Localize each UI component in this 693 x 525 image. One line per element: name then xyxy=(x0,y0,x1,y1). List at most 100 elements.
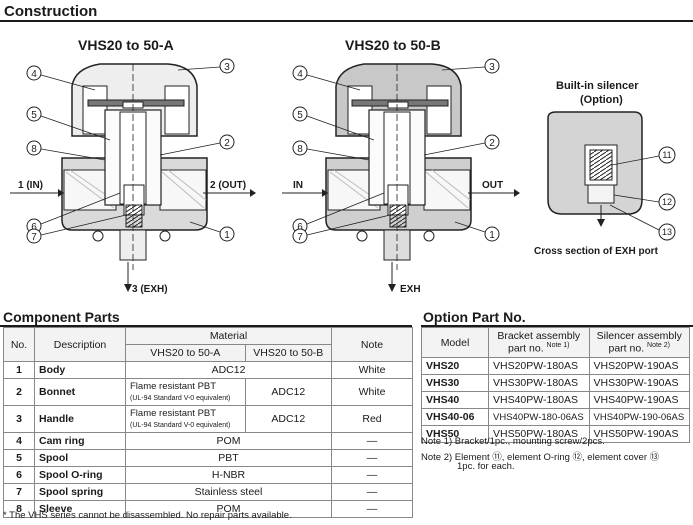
svg-text:7: 7 xyxy=(31,232,37,243)
component-footnote: * The VHS series cannot be disassembled.… xyxy=(3,510,292,521)
valve-a-drawing xyxy=(10,63,256,292)
row-no: 1 xyxy=(3,361,35,379)
svg-text:1: 1 xyxy=(224,230,230,241)
row-silencer: VHS50PW-190AS xyxy=(588,425,690,443)
row-material: PBT xyxy=(125,449,332,467)
row-desc: Spool spring xyxy=(34,483,126,501)
col-model: Model xyxy=(421,327,489,358)
row-note: — xyxy=(331,500,413,518)
valve-b-drawing xyxy=(282,63,520,292)
col-mat-a: VHS20 to 50-A xyxy=(125,344,246,362)
option-parts-title: Option Part No. xyxy=(423,309,526,325)
figure-b-title: VHS20 to 50-B xyxy=(345,37,441,53)
svg-text:6: 6 xyxy=(297,222,303,233)
row-material: Stainless steel xyxy=(125,483,332,501)
row-no: 2 xyxy=(3,378,35,406)
col-material: Material xyxy=(125,327,332,345)
silencer-title: Built-in silencer xyxy=(556,80,639,92)
svg-text:4: 4 xyxy=(31,69,37,80)
col-note: Note xyxy=(331,327,413,362)
svg-text:7: 7 xyxy=(297,232,303,243)
material-a-sub: (UL-94 Standard V-0 equivalent) xyxy=(130,421,231,429)
option-note-2: Note 2) Element ⑪, element O-ring ⑫, ele… xyxy=(421,452,660,463)
row-material-b: ADC12 xyxy=(244,405,333,433)
svg-text:2: 2 xyxy=(224,138,230,149)
row-note: — xyxy=(331,466,413,484)
row-material: POM xyxy=(125,500,332,518)
option-note-1: Note 1) Bracket/1pc., mounting screw/2pc… xyxy=(421,436,605,447)
svg-text:8: 8 xyxy=(297,144,303,155)
row-desc: Bonnet xyxy=(34,378,126,406)
row-desc: Handle xyxy=(34,405,126,433)
col-mat-b: VHS20 to 50-B xyxy=(244,344,333,362)
svg-text:1: 1 xyxy=(489,230,495,241)
component-parts-title: Component Parts xyxy=(3,309,120,325)
silencer-note-ref: Note 2) xyxy=(647,342,670,350)
material-a-sub: (UL-94 Standard V-0 equivalent) xyxy=(130,394,231,402)
table-row: 2 Bonnet Flame resistant PBT (UL-94 Stand… xyxy=(3,378,413,406)
row-material: H-NBR xyxy=(125,466,332,484)
valve-b-in-label: IN xyxy=(293,180,303,191)
table-row: 3 Handle Flame resistant PBT(UL-94 Stand… xyxy=(3,405,413,433)
material-a-text: Flame resistant PBT xyxy=(130,380,217,392)
option-note-2b: 1pc. for each. xyxy=(457,461,515,472)
svg-text:5: 5 xyxy=(297,110,303,121)
section-rule xyxy=(0,20,693,22)
svg-text:8: 8 xyxy=(31,144,37,155)
component-rule xyxy=(0,325,412,327)
table-row: VHS40-06 VHS40PW-180-06AS VHS40PW-190-06… xyxy=(421,408,690,426)
row-desc: Body xyxy=(34,361,126,379)
row-no: 7 xyxy=(3,483,35,501)
silencer-sub: part no. xyxy=(608,342,645,355)
table-row: VHS50 VHS50PW-180AS VHS50PW-190AS xyxy=(421,425,690,443)
row-model: VHS30 xyxy=(421,374,489,392)
table-row: 7 Spool spring Stainless steel — xyxy=(3,483,413,501)
row-model: VHS40 xyxy=(421,391,489,409)
row-desc: Spool xyxy=(34,449,126,467)
row-no: 8 xyxy=(3,500,35,518)
silencer-header: Silencer assembly xyxy=(596,330,682,343)
row-bracket: VHS40PW-180AS xyxy=(488,391,590,409)
table-row: VHS20 VHS20PW-180AS VHS20PW-190AS xyxy=(421,357,690,375)
table-row: 5 Spool PBT — xyxy=(3,449,413,467)
row-desc: Spool O-ring xyxy=(34,466,126,484)
component-table: No. Description Material Note VHS20 to 5… xyxy=(3,327,413,518)
figure-a-title: VHS20 to 50-A xyxy=(78,37,174,53)
table-row: 1 Body ADC12 White xyxy=(3,361,413,379)
row-material-b: ADC12 xyxy=(244,378,333,406)
row-material-a: Flame resistant PBT(UL-94 Standard V-0 e… xyxy=(125,405,246,433)
row-bracket: VHS40PW-180-06AS xyxy=(488,408,590,426)
svg-text:11: 11 xyxy=(662,150,671,160)
row-no: 4 xyxy=(3,432,35,450)
row-silencer: VHS40PW-190AS xyxy=(588,391,690,409)
table-row: 6 Spool O-ring H-NBR — xyxy=(3,466,413,484)
silencer-option: (Option) xyxy=(580,94,623,106)
row-no: 6 xyxy=(3,466,35,484)
row-model: VHS20 xyxy=(421,357,489,375)
row-bracket: VHS30PW-180AS xyxy=(488,374,590,392)
valve-a-in-label: 1 (IN) xyxy=(18,180,43,191)
bracket-header: Bracket assembly xyxy=(497,330,581,343)
section-title: Construction xyxy=(4,3,98,20)
table-row: 4 Cam ring POM — xyxy=(3,432,413,450)
row-bracket: VHS50PW-180AS xyxy=(488,425,590,443)
valve-b-exh-label: EXH xyxy=(400,284,421,295)
valve-a-exh-label: 3 (EXH) xyxy=(132,284,168,295)
construction-drawings: 4 3 5 2 8 6 1 7 4 3 5 2 8 6 1 7 11 12 13 xyxy=(10,58,676,292)
row-model: VHS50 xyxy=(421,425,489,443)
silencer-drawing xyxy=(547,111,643,227)
svg-text:3: 3 xyxy=(224,62,230,73)
row-desc: Sleeve xyxy=(34,500,126,518)
svg-text:12: 12 xyxy=(662,197,672,207)
row-model: VHS40-06 xyxy=(421,408,489,426)
valve-a-out-label: 2 (OUT) xyxy=(210,180,247,191)
row-note: Red xyxy=(331,405,413,433)
bracket-note-ref: Note 1) xyxy=(546,342,570,350)
table-row: VHS40 VHS40PW-180AS VHS40PW-190AS xyxy=(421,391,690,409)
row-note: White xyxy=(331,361,413,379)
row-no: 3 xyxy=(3,405,35,433)
svg-text:5: 5 xyxy=(31,110,37,121)
row-no: 5 xyxy=(3,449,35,467)
option-rule xyxy=(421,325,693,327)
